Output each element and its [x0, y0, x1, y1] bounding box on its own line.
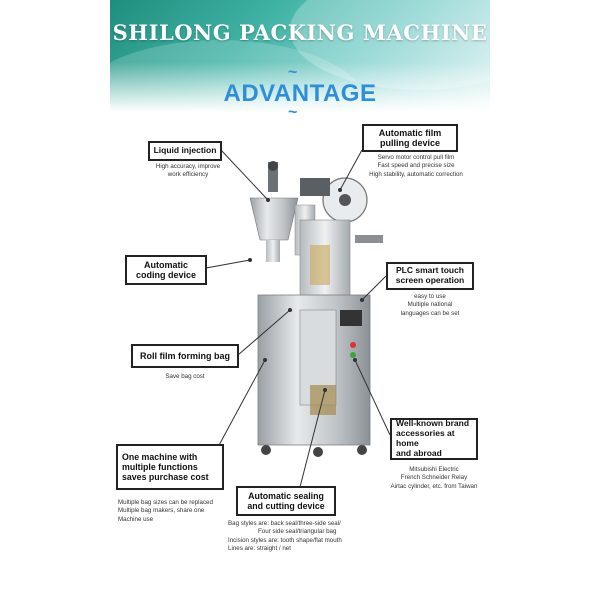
note-line: Mitsubishi Electric — [409, 466, 459, 473]
label-coding-device: Automatic coding device — [125, 255, 207, 285]
label-roll-film: Roll film forming bag — [131, 344, 239, 368]
label-line: pulling device — [379, 138, 440, 148]
note-sealing-cutting: Bag styles are: back seal/three-side sea… — [228, 520, 358, 553]
note-line: Four side seal/triangular bag — [258, 528, 337, 536]
label-line: accessories at home — [396, 428, 455, 448]
brand-title: SHILONG PACKING MACHINE — [112, 20, 488, 45]
advantage-title: ADVANTAGE — [223, 80, 377, 107]
note-line: easy to use — [414, 293, 446, 300]
note-line: Save bag cost — [165, 373, 205, 380]
label-line: One machine with — [122, 451, 198, 462]
note-line: Multiple bag makers, share one — [118, 507, 205, 515]
tilde-decoration-top: ~ — [288, 64, 298, 81]
label-line: Well-known brand — [396, 418, 470, 429]
label-line: coding device — [135, 270, 197, 280]
label-brand-accessories: Well-known brand accessories at home and… — [390, 418, 478, 460]
note-line: Multiple national — [407, 301, 453, 309]
note-line: Bag styles are: back seal/three-side sea… — [228, 520, 341, 527]
note-multi-function: Multiple bag sizes can be replaced Multi… — [118, 499, 238, 524]
note-line: work efficiency — [167, 171, 209, 179]
note-line: Lines are: straight / net — [228, 545, 291, 553]
label-line: Automatic film — [378, 127, 442, 138]
note-line: Incision styles are: tooth shape/flat mo… — [228, 536, 342, 544]
note-line: Fast speed and precise size — [377, 162, 455, 170]
packing-machine-image — [249, 161, 383, 457]
label-plc: PLC smart touch screen operation — [386, 262, 474, 290]
note-brand-accessories: Mitsubishi Electric French Schneider Rel… — [380, 466, 488, 491]
label-line: Automatic — [143, 259, 188, 270]
label-line: screen operation — [395, 275, 465, 285]
label-line: Automatic sealing — [248, 490, 324, 501]
note-line: Airtac cylinder, etc. from Taiwan — [390, 482, 478, 490]
note-line: Machine use — [118, 515, 154, 523]
label-text: Liquid injection — [153, 145, 217, 156]
label-line: saves purchase cost — [122, 472, 209, 483]
note-line: High stability, automatic correction — [369, 170, 463, 178]
note-liquid-injection: High accuracy, improve work efficiency — [148, 163, 228, 180]
note-plc: easy to use Multiple national languages … — [386, 293, 474, 318]
note-roll-film: Save bag cost — [131, 373, 239, 381]
label-line: and cutting device — [247, 501, 325, 511]
header-banner — [110, 0, 490, 112]
label-text: Roll film forming bag — [140, 350, 230, 361]
header-fade — [110, 62, 490, 112]
note-line: French Schneider Relay — [400, 474, 468, 482]
label-multi-function: One machine with multiple functions save… — [116, 444, 224, 490]
tilde-decoration-bottom: ~ — [288, 104, 298, 121]
label-line: and abroad — [396, 447, 442, 458]
label-sealing-cutting: Automatic sealing and cutting device — [236, 486, 336, 516]
label-line: PLC smart touch — [395, 265, 464, 276]
note-line: Servo motor control pull film — [377, 154, 455, 161]
note-line: High accuracy, improve — [155, 163, 221, 170]
label-line: multiple functions — [122, 461, 198, 472]
note-line: Multiple bag sizes can be replaced — [118, 499, 213, 506]
note-film-pulling: Servo motor control pull film Fast speed… — [356, 154, 476, 179]
label-liquid-injection: Liquid injection — [148, 141, 222, 161]
label-film-pulling: Automatic film pulling device — [362, 124, 458, 152]
note-line: languages can be set — [400, 309, 460, 317]
